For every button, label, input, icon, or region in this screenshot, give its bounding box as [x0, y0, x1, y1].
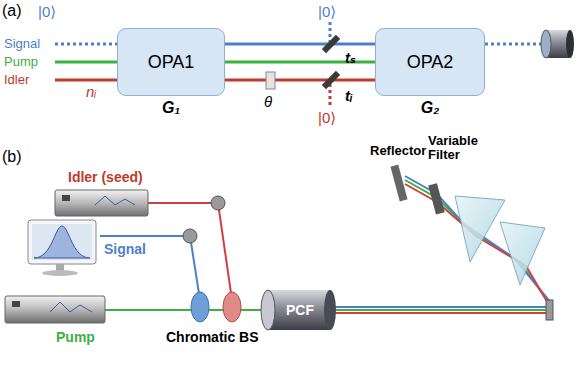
text-label: Reflector: [370, 144, 426, 158]
mirror: [211, 196, 225, 210]
text-label: |0⟩: [318, 110, 336, 127]
pump-laser: [5, 296, 105, 323]
opa-box: OPA2G₂: [375, 28, 485, 96]
beam-splitter: [322, 35, 340, 53]
text-label: (b): [2, 148, 22, 166]
reflector: [390, 165, 407, 202]
beam-ends: [55, 22, 545, 108]
node-title: OPA1: [148, 52, 195, 73]
fiber-box: PCF: [274, 298, 326, 322]
fold-mirror: [546, 300, 553, 320]
idler-laser: [55, 190, 148, 216]
text-label: tᵢ: [345, 88, 353, 105]
text-label: Pump: [56, 330, 95, 345]
text-label: tₛ: [345, 50, 356, 67]
gain-label: G₂: [376, 99, 484, 117]
text-label: Idler: [4, 73, 29, 87]
mirror: [183, 229, 197, 243]
text-label: Pump: [4, 55, 38, 69]
text-label: |0⟩: [318, 4, 336, 21]
beam-splitter: [322, 71, 340, 89]
gain-label: G₁: [118, 99, 224, 117]
text-label: |0⟩: [38, 4, 56, 21]
text-label: (a): [2, 2, 22, 20]
signal-monitor: [28, 220, 96, 276]
chromatic-bs: [223, 292, 241, 322]
text-label: Chromatic BS: [166, 330, 259, 345]
phase-plate: [266, 72, 275, 89]
pcf-fiber: [261, 290, 336, 330]
opa-box: OPA1G₁: [117, 28, 225, 96]
node-title: PCF: [286, 302, 314, 318]
text-label: Idler (seed): [68, 170, 143, 185]
variable-filter: [428, 183, 444, 214]
beam-line: [225, 79, 375, 82]
text-label: Signal: [4, 37, 40, 51]
text-label: nᵢ: [86, 84, 96, 101]
text-label: Signal: [104, 242, 146, 257]
text-label: θ: [264, 94, 272, 111]
text-label: Variable Filter: [428, 134, 488, 163]
chromatic-bs: [191, 292, 209, 322]
node-title: OPA2: [407, 52, 454, 73]
prism-pair: [455, 196, 545, 285]
detector: [541, 30, 574, 58]
beam-line: [225, 43, 375, 46]
